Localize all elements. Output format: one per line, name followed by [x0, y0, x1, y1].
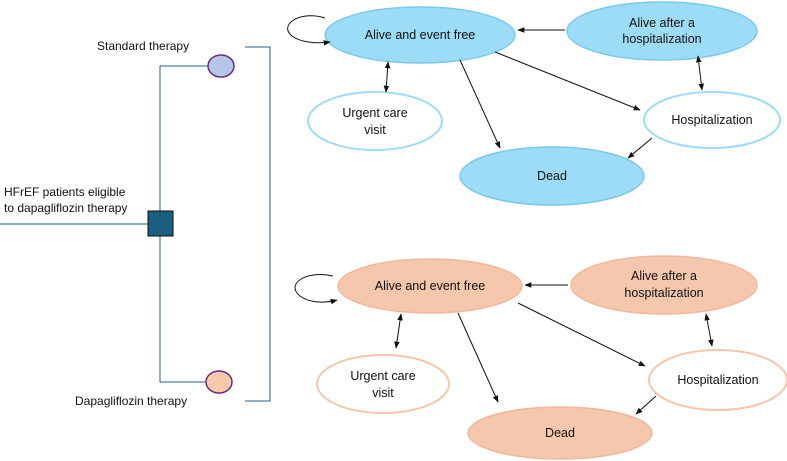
state-dead — [459, 146, 645, 206]
state-urgent-care-label-line2: visit — [364, 123, 386, 137]
state-alive-event-free — [337, 258, 523, 314]
self-loop-arrow — [287, 15, 331, 46]
state-urgent-care-label-line2: visit — [372, 386, 394, 400]
state-hospitalization — [648, 349, 787, 411]
state-alive-event-free — [324, 6, 516, 64]
arrow-alive-to-hospitalization — [494, 51, 641, 111]
state-dead — [467, 406, 653, 460]
state-alive-after-hosp-label-line1: Alive after a — [631, 269, 697, 283]
arrow-alive-to-hospitalization — [517, 302, 646, 367]
state-urgent-care-label-line1: Urgent care — [342, 106, 407, 120]
state-urgent-care-label-line1: Urgent care — [350, 369, 415, 383]
arm2-chance-node — [205, 370, 233, 394]
arrow-hospitalization-to-dead — [635, 395, 657, 415]
state-urgent-care-visit — [307, 91, 443, 151]
decision-tree: HFrEF patients eligible to dapagliflozin… — [0, 39, 271, 408]
state-hospitalization-label: Hospitalization — [677, 373, 758, 387]
state-hospitalization — [643, 91, 781, 149]
arrow-hosp-after-hosp — [695, 55, 705, 91]
arrow-alive-to-dead — [457, 312, 499, 403]
state-alive-after-hosp-label-line2: hospitalization — [624, 286, 703, 300]
arrow-hospitalization-to-dead — [627, 137, 653, 159]
markov-model-dapagliflozin: Alive and event free Alive after a hospi… — [294, 255, 787, 460]
arrow-alive-urgent-care — [394, 313, 403, 349]
root-label-line1: HFrEF patients eligible — [4, 185, 126, 199]
state-alive-after-hosp-label-line2: hospitalization — [622, 32, 701, 46]
root-label-line2: to dapagliflozin therapy — [4, 201, 127, 215]
arm1-chance-node — [207, 54, 235, 78]
state-alive-event-free-label: Alive and event free — [365, 28, 476, 42]
decision-node — [147, 210, 174, 237]
state-alive-after-hosp-label-line1: Alive after a — [629, 16, 695, 30]
arrow-alive-to-dead — [459, 59, 501, 149]
state-hospitalization-label: Hospitalization — [671, 113, 752, 127]
arrow-alive-urgent-care — [383, 61, 391, 93]
arrow-hosp-after-hosp — [704, 313, 714, 347]
self-loop-arrow — [294, 274, 338, 305]
markov-bracket — [245, 46, 271, 402]
state-alive-event-free-label: Alive and event free — [375, 279, 486, 293]
state-alive-after-hospitalization — [570, 255, 758, 315]
arm2-label: Dapagliflozin therapy — [75, 394, 187, 408]
state-urgent-care-visit — [316, 354, 450, 414]
markov-model-standard: Alive and event free Alive after a hospi… — [287, 1, 781, 206]
state-dead-label: Dead — [537, 169, 567, 183]
arm1-label: Standard therapy — [97, 39, 189, 53]
state-alive-after-hospitalization — [566, 1, 758, 61]
state-dead-label: Dead — [545, 426, 575, 440]
